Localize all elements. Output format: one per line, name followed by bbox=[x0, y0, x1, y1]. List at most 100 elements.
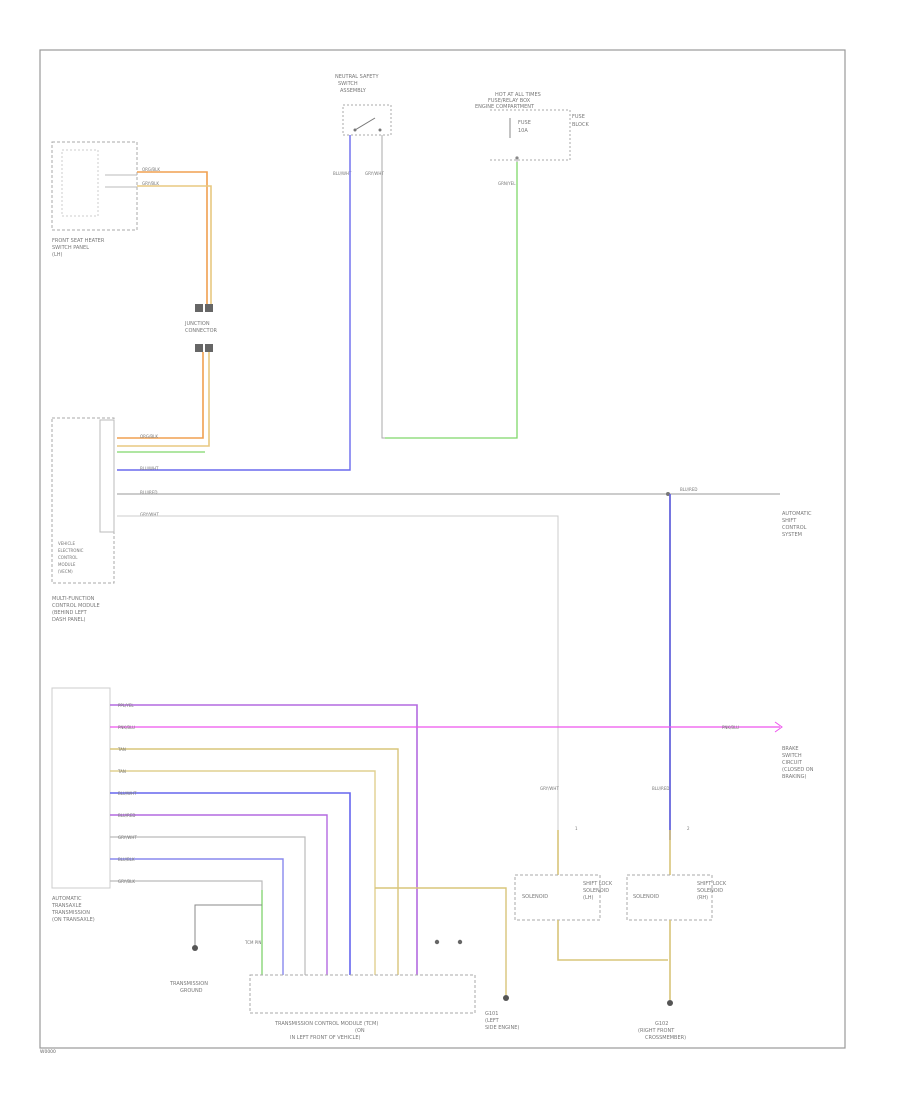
svg-text:(LH): (LH) bbox=[583, 895, 593, 901]
svg-text:TCM PIN: TCM PIN bbox=[244, 940, 261, 945]
svg-text:(VECM): (VECM) bbox=[58, 569, 73, 574]
svg-text:ORG/BLK: ORG/BLK bbox=[140, 434, 158, 439]
svg-text:TRANSMISSION: TRANSMISSION bbox=[51, 910, 90, 916]
shift-lock-solenoid-rh: SOLENOID SHIFT LOCK SOLENOID (RH) bbox=[626, 830, 727, 1000]
wire-purple bbox=[110, 704, 418, 975]
svg-text:GROUND: GROUND bbox=[180, 988, 203, 994]
svg-text:10A: 10A bbox=[518, 128, 528, 134]
svg-text:BLU/RED: BLU/RED bbox=[652, 786, 669, 791]
svg-text:TAN: TAN bbox=[117, 769, 126, 774]
svg-text:HOT AT ALL TIMES: HOT AT ALL TIMES bbox=[495, 92, 541, 98]
svg-text:SHIFT: SHIFT bbox=[782, 518, 797, 524]
svg-text:SOLENOID: SOLENOID bbox=[522, 894, 548, 900]
svg-text:CROSSMEMBER): CROSSMEMBER) bbox=[645, 1035, 686, 1041]
svg-text:(CLOSED ON: (CLOSED ON bbox=[782, 767, 814, 773]
wire-grey-thin bbox=[117, 515, 559, 840]
svg-text:CONTROL MODULE: CONTROL MODULE bbox=[52, 603, 100, 609]
svg-text:(BEHIND LEFT: (BEHIND LEFT bbox=[52, 610, 88, 616]
diagram-frame bbox=[39, 49, 846, 1049]
svg-text:ELECTRONIC: ELECTRONIC bbox=[58, 548, 84, 553]
wire-blue-2 bbox=[110, 858, 284, 975]
svg-text:(LEFT: (LEFT bbox=[485, 1018, 500, 1024]
svg-text:ORG/BLK: ORG/BLK bbox=[142, 167, 160, 172]
wire-grey-1 bbox=[110, 836, 306, 975]
svg-text:AUTOMATIC: AUTOMATIC bbox=[52, 896, 82, 902]
svg-text:GRY/WHT: GRY/WHT bbox=[365, 171, 384, 176]
svg-text:NEUTRAL SAFETY: NEUTRAL SAFETY bbox=[335, 74, 379, 80]
front-seat-heater-switch: FRONT SEAT HEATER SWITCH PANEL (LH) bbox=[51, 141, 138, 258]
svg-text:VEHICLE: VEHICLE bbox=[58, 541, 75, 546]
svg-text:BLU/WHT: BLU/WHT bbox=[140, 466, 159, 471]
svg-text:1: 1 bbox=[575, 826, 578, 831]
svg-text:(RIGHT FRONT: (RIGHT FRONT bbox=[638, 1028, 675, 1034]
svg-text:DASH PANEL): DASH PANEL) bbox=[52, 617, 86, 623]
svg-text:SOLENOID: SOLENOID bbox=[697, 888, 723, 894]
svg-text:TAN: TAN bbox=[117, 747, 126, 752]
svg-text:GRY/WHT: GRY/WHT bbox=[118, 835, 137, 840]
svg-text:TRANSMISSION: TRANSMISSION bbox=[169, 981, 208, 987]
neutral-safety-switch: NEUTRAL SAFETY SWITCH ASSEMBLY bbox=[335, 74, 392, 136]
svg-text:BLU/RED: BLU/RED bbox=[680, 487, 697, 492]
wire-violet bbox=[110, 814, 328, 975]
ground-g101: G101 (LEFT SIDE ENGINE) bbox=[485, 995, 519, 1031]
svg-text:FRONT SEAT HEATER: FRONT SEAT HEATER bbox=[52, 238, 105, 244]
svg-text:BRAKE: BRAKE bbox=[782, 746, 799, 752]
wire-blue bbox=[110, 792, 351, 975]
wire-tan-2 bbox=[110, 770, 376, 975]
svg-text:2: 2 bbox=[687, 826, 690, 831]
svg-text:AUTOMATIC: AUTOMATIC bbox=[782, 511, 812, 517]
svg-text:PPL/YEL: PPL/YEL bbox=[118, 703, 134, 708]
transmission-control-module: TRANSMISSION CONTROL MODULE (TCM) (ON IN… bbox=[249, 974, 476, 1041]
svg-text:SIDE ENGINE): SIDE ENGINE) bbox=[485, 1025, 519, 1031]
svg-text:(RH): (RH) bbox=[697, 895, 708, 901]
svg-text:SWITCH PANEL: SWITCH PANEL bbox=[52, 245, 89, 251]
svg-text:SOLENOID: SOLENOID bbox=[633, 894, 659, 900]
svg-text:BLOCK: BLOCK bbox=[572, 122, 589, 128]
svg-text:CONTROL: CONTROL bbox=[58, 555, 78, 560]
svg-text:TRANSMISSION CONTROL MODULE (T: TRANSMISSION CONTROL MODULE (TCM) bbox=[274, 1021, 378, 1027]
svg-text:SHIFT LOCK: SHIFT LOCK bbox=[583, 881, 613, 887]
svg-text:MULTI-FUNCTION: MULTI-FUNCTION bbox=[52, 596, 95, 602]
svg-text:GRY/WHT: GRY/WHT bbox=[540, 786, 559, 791]
svg-text:SWITCH: SWITCH bbox=[338, 81, 358, 87]
wire-green-fuse bbox=[385, 162, 518, 439]
svg-text:BRAKING): BRAKING) bbox=[782, 774, 806, 780]
automatic-transaxle: AUTOMATIC TRANSAXLE TRANSMISSION (ON TRA… bbox=[51, 687, 111, 923]
svg-text:BLU/BLK: BLU/BLK bbox=[118, 857, 135, 862]
wire-tan-1 bbox=[110, 748, 399, 975]
svg-text:ENGINE COMPARTMENT: ENGINE COMPARTMENT bbox=[475, 104, 535, 110]
svg-text:PNK/BLU: PNK/BLU bbox=[118, 725, 135, 730]
svg-text:(LH): (LH) bbox=[52, 252, 62, 258]
wire-grey-2 bbox=[110, 880, 263, 975]
svg-text:ASSEMBLY: ASSEMBLY bbox=[340, 88, 367, 94]
svg-text:CONNECTOR: CONNECTOR bbox=[185, 328, 218, 334]
junction-connector: JUNCTION CONNECTOR bbox=[184, 304, 218, 352]
svg-text:G102: G102 bbox=[655, 1021, 668, 1027]
right-label-brake: BRAKE SWITCH CIRCUIT (CLOSED ON BRAKING) bbox=[782, 746, 814, 780]
wire-blue-neutral bbox=[117, 135, 351, 471]
wire-orange-seat bbox=[137, 171, 208, 305]
svg-text:IN LEFT FRONT OF VEHICLE): IN LEFT FRONT OF VEHICLE) bbox=[290, 1035, 361, 1041]
footer-code: W0000 bbox=[40, 1049, 56, 1055]
transmission-ground: TRANSMISSION GROUND bbox=[169, 904, 262, 994]
svg-text:BLU/RED: BLU/RED bbox=[118, 813, 135, 818]
ground-g102: G102 (RIGHT FRONT CROSSMEMBER) bbox=[638, 1000, 686, 1041]
wire-tan-down bbox=[117, 352, 210, 447]
svg-text:BLU/RED: BLU/RED bbox=[140, 490, 157, 495]
svg-text:TRANSAXLE: TRANSAXLE bbox=[51, 903, 82, 909]
svg-text:MODULE: MODULE bbox=[58, 562, 76, 567]
svg-text:PNK/BLU: PNK/BLU bbox=[722, 725, 739, 730]
wire-tan-g2 bbox=[375, 887, 507, 995]
svg-text:BLU/WHT: BLU/WHT bbox=[118, 791, 137, 796]
svg-text:(ON: (ON bbox=[355, 1028, 365, 1034]
svg-text:GRY/BLK: GRY/BLK bbox=[142, 181, 159, 186]
fuse-relay-box: HOT AT ALL TIMES FUSE/RELAY BOX ENGINE C… bbox=[475, 92, 589, 161]
svg-text:CIRCUIT: CIRCUIT bbox=[782, 760, 803, 766]
svg-text:SYSTEM: SYSTEM bbox=[782, 532, 802, 538]
svg-text:FUSE: FUSE bbox=[572, 114, 585, 120]
svg-text:G101: G101 bbox=[485, 1011, 498, 1017]
svg-text:SWITCH: SWITCH bbox=[782, 753, 802, 759]
svg-text:(ON TRANSAXLE): (ON TRANSAXLE) bbox=[52, 917, 95, 923]
wire-grey-neutral bbox=[381, 135, 518, 439]
